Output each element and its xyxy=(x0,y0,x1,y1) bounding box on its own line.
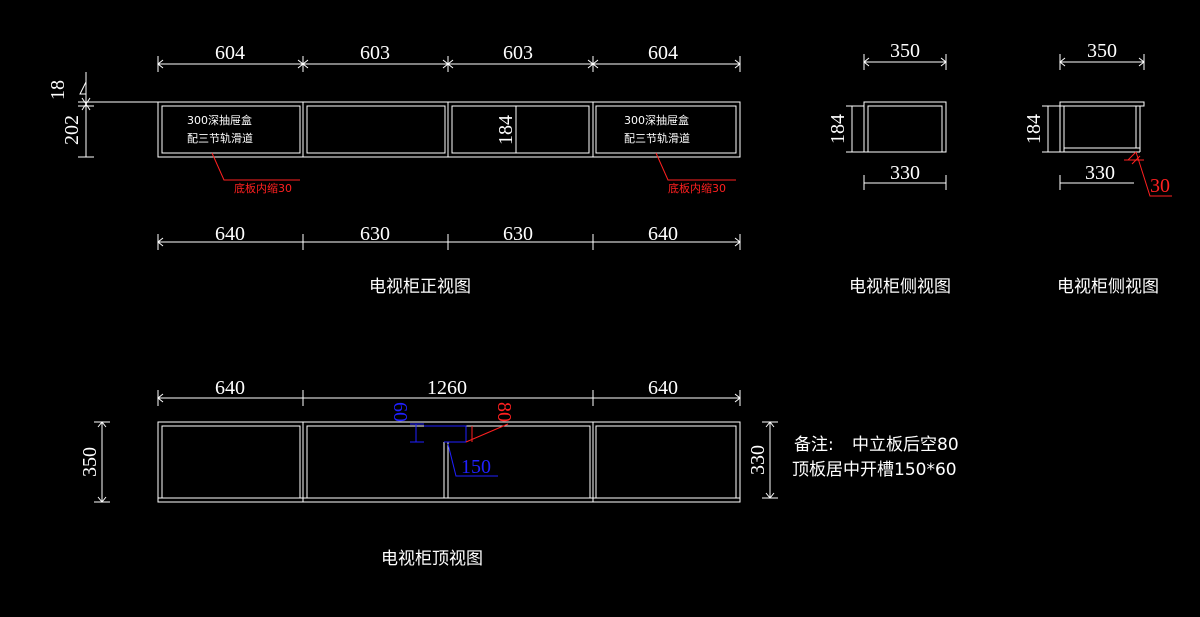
side2-height-dim: 184 xyxy=(1023,114,1045,144)
top-dim-3: 640 xyxy=(648,377,678,399)
side-view-1-title: 电视柜侧视图 xyxy=(849,277,951,297)
front-view: 604 603 603 604 18 202 184 xyxy=(47,42,741,297)
drawer-note-left-1: 300深抽屉盒 xyxy=(187,113,252,127)
front-bottom-dim-2: 630 xyxy=(360,223,390,245)
front-bottom-dim-3: 630 xyxy=(503,223,533,245)
slot-60-dim-line xyxy=(410,423,467,443)
top-dim-2: 1260 xyxy=(427,377,467,399)
side2-top-dim: 350 xyxy=(1087,40,1117,62)
side-view-2: 350 184 330 30 电视柜侧视图 xyxy=(1023,40,1172,297)
front-inner-height-184: 184 xyxy=(495,115,517,145)
front-top-dim-1: 604 xyxy=(215,42,245,64)
front-top-dim-2: 603 xyxy=(360,42,390,64)
front-bottom-dim-4: 640 xyxy=(648,223,678,245)
inset-note-left: 底板内缩30 xyxy=(234,181,292,195)
side2-offset-dim: 30 xyxy=(1150,175,1170,197)
slot-80-dim-line xyxy=(465,423,509,443)
side2-offset-leader xyxy=(1124,151,1172,197)
drawer-note-left-2: 配三节轨滑道 xyxy=(187,131,253,145)
front-cabinet-outline xyxy=(157,101,741,158)
front-view-title: 电视柜正视图 xyxy=(369,277,471,297)
top-view-title: 电视柜顶视图 xyxy=(381,549,483,569)
slot-60-dim: 60 xyxy=(389,402,411,422)
side-view-2-title: 电视柜侧视图 xyxy=(1057,277,1159,297)
front-top-dim-3: 603 xyxy=(503,42,533,64)
front-height-202: 202 xyxy=(61,115,83,145)
remarks-line-1: 中立板后空80 xyxy=(852,435,959,455)
side1-top-dim: 350 xyxy=(890,40,920,62)
remarks: 备注: 中立板后空80 顶板居中开槽150*60 xyxy=(792,435,959,480)
front-height-18: 18 xyxy=(47,80,69,100)
side1-height-dim: 184 xyxy=(827,114,849,144)
inset-leader-right xyxy=(655,152,736,181)
top-depth-outer: 350 xyxy=(79,447,101,477)
slot-150-dim: 150 xyxy=(461,456,491,478)
front-bottom-dimension-line xyxy=(157,234,741,250)
side1-bottom-dim: 330 xyxy=(890,162,920,184)
drawer-note-right-2: 配三节轨滑道 xyxy=(624,131,690,145)
top-view: 640 1260 640 60 150 80 350 330 电视柜顶视图 xyxy=(79,377,778,569)
inset-note-right: 底板内缩30 xyxy=(668,181,726,195)
front-bottom-dim-1: 640 xyxy=(215,223,245,245)
side-view-1: 350 184 330 电视柜侧视图 xyxy=(827,40,951,297)
top-dim-1: 640 xyxy=(215,377,245,399)
front-top-dim-4: 604 xyxy=(648,42,678,64)
remarks-label: 备注: xyxy=(794,435,834,455)
top-depth-inner: 330 xyxy=(747,445,769,475)
drawer-note-right-1: 300深抽屉盒 xyxy=(624,113,689,127)
slot-150-leader xyxy=(447,443,498,477)
front-left-height-dims xyxy=(78,72,158,158)
front-top-dimension-line xyxy=(157,56,741,72)
side2-bottom-dim: 330 xyxy=(1085,162,1115,184)
slot-80-dim: 80 xyxy=(493,402,515,422)
remarks-line-2: 顶板居中开槽150*60 xyxy=(792,460,957,480)
inset-leader-left xyxy=(211,152,300,181)
